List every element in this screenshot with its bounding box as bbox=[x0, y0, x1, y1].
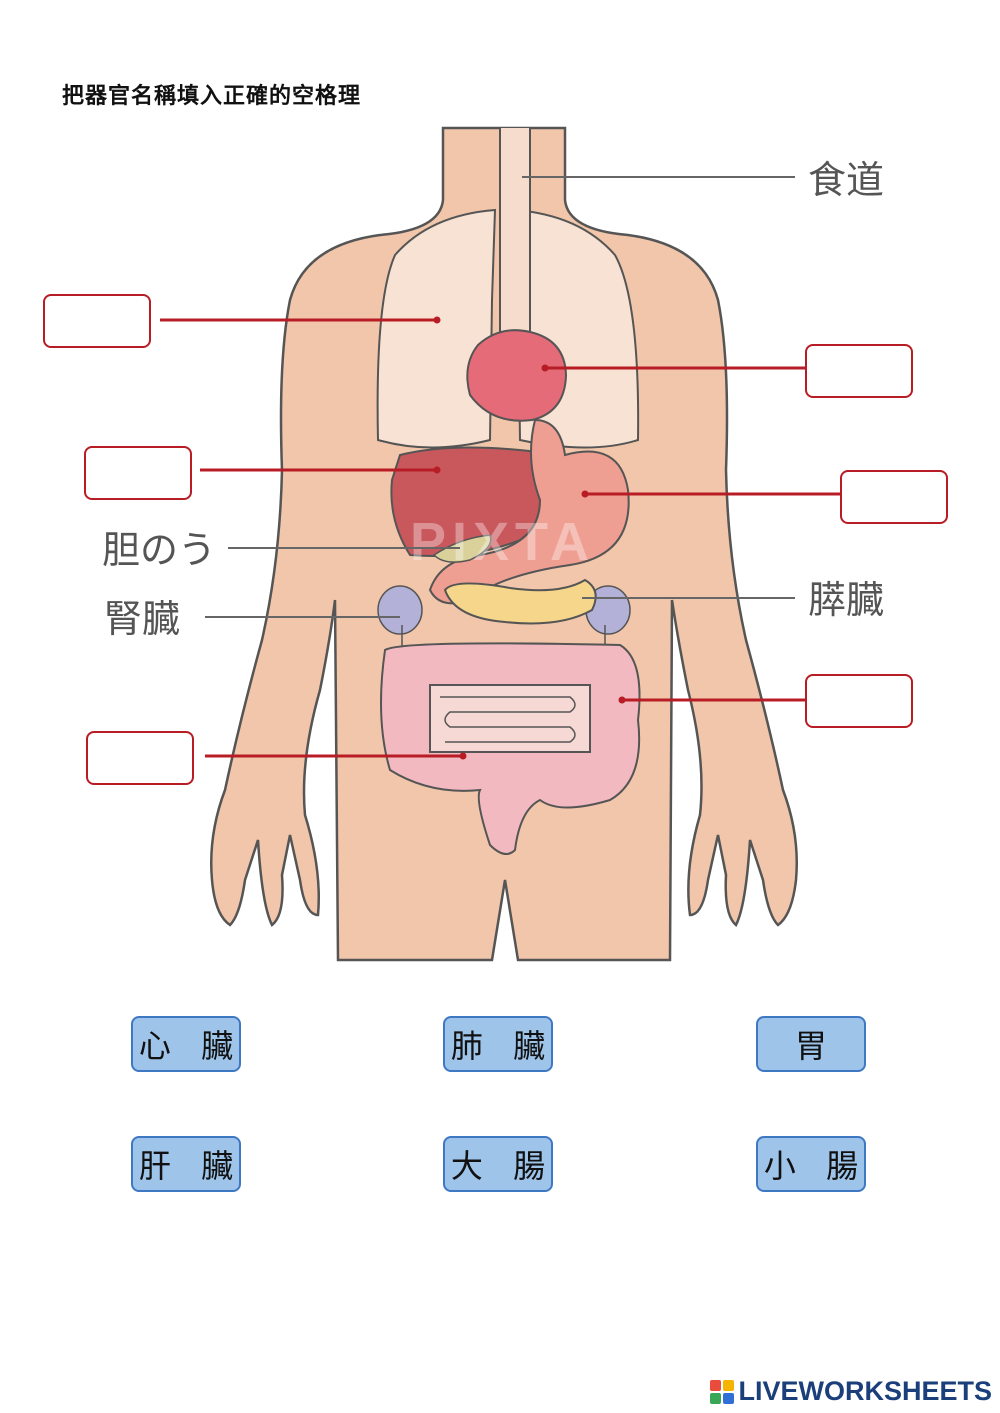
word-card-label: 肝 臟 bbox=[138, 1147, 244, 1185]
pointer-lines bbox=[160, 318, 840, 758]
pancreas bbox=[443, 578, 597, 625]
footer-logo: LIVEWORKSHEETS bbox=[710, 1376, 992, 1407]
word-card-small-intestine[interactable]: 小 腸 bbox=[756, 1136, 866, 1192]
word-card-lung[interactable]: 肺 臟 bbox=[443, 1016, 553, 1072]
label-gallbladder: 胆のう bbox=[102, 528, 216, 572]
left-kidney bbox=[377, 585, 423, 635]
word-card-heart[interactable]: 心 臟 bbox=[131, 1016, 241, 1072]
word-card-label: 大 腸 bbox=[450, 1147, 556, 1185]
word-card-large-intestine[interactable]: 大 腸 bbox=[443, 1136, 553, 1192]
answer-box-liver[interactable] bbox=[84, 446, 192, 500]
label-lines bbox=[205, 176, 795, 618]
anatomy-diagram: PIXTA 食道 胆のう 腎臓 膵臓 bbox=[102, 126, 884, 962]
answer-box-heart[interactable] bbox=[805, 344, 913, 398]
gallbladder bbox=[432, 534, 492, 563]
small-intestine bbox=[429, 684, 591, 753]
instruction-text: 把器官名稱填入正確的空格理 bbox=[62, 84, 362, 109]
word-card-label: 胃 bbox=[794, 1027, 837, 1065]
answer-box-large-intestine[interactable] bbox=[805, 674, 913, 728]
word-card-liver[interactable]: 肝 臟 bbox=[131, 1136, 241, 1192]
label-kidney: 腎臓 bbox=[104, 597, 180, 641]
small-intestine-coils bbox=[440, 696, 576, 743]
pointer-dot bbox=[459, 752, 467, 760]
logo-mark-icon bbox=[710, 1379, 735, 1404]
word-card-label: 心 臟 bbox=[138, 1027, 244, 1065]
footer-brand-text: LIVEWORKSHEETS bbox=[738, 1376, 992, 1406]
left-lung bbox=[376, 208, 497, 449]
watermark: PIXTA bbox=[410, 512, 595, 572]
label-pancreas: 膵臓 bbox=[808, 578, 884, 622]
word-card-label: 小 腸 bbox=[763, 1147, 869, 1185]
label-esophagus: 食道 bbox=[808, 158, 884, 202]
pointer-dot bbox=[581, 490, 589, 498]
esophagus bbox=[499, 128, 531, 346]
pointer-dot bbox=[618, 696, 626, 704]
heart bbox=[466, 329, 568, 422]
pointer-dot bbox=[433, 316, 441, 324]
word-card-stomach[interactable]: 胃 bbox=[756, 1016, 866, 1072]
answer-box-stomach[interactable] bbox=[840, 470, 948, 524]
word-card-label: 肺 臟 bbox=[450, 1027, 556, 1065]
pointer-dot bbox=[541, 364, 549, 372]
pointer-dot bbox=[433, 466, 441, 474]
answer-box-small-intestine[interactable] bbox=[86, 731, 194, 785]
answer-box-lung[interactable] bbox=[43, 294, 151, 348]
